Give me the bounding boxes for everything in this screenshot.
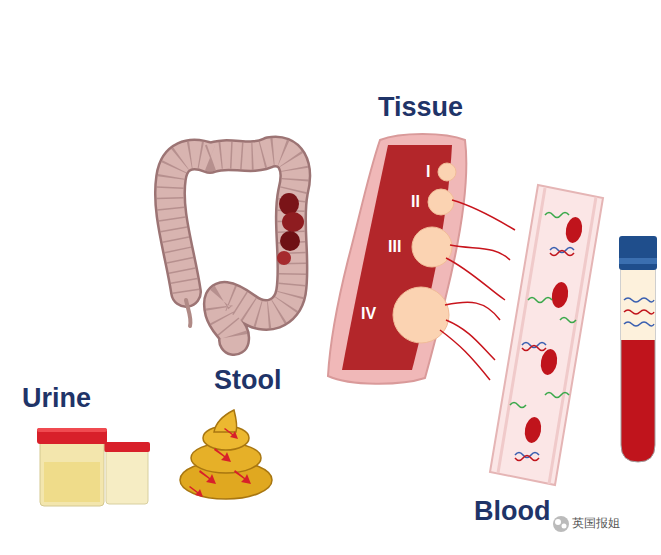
part-label: Urine — [22, 384, 91, 414]
tissue-illustration — [328, 134, 515, 384]
blood-vessel-illustration — [490, 185, 603, 485]
stage-number: II — [411, 193, 420, 211]
part-label: Stool — [214, 366, 282, 396]
watermark-icon — [553, 516, 569, 532]
stage-number: I — [426, 163, 430, 181]
colon-illustration — [170, 151, 304, 340]
part-label: Blood — [474, 497, 550, 527]
stool-illustration — [180, 410, 272, 499]
stage-number: III — [388, 238, 401, 256]
blood-tube-illustration — [619, 236, 657, 462]
watermark: 英国报姐 — [572, 517, 620, 530]
stage-number: IV — [361, 305, 376, 323]
part-label: Tissue — [378, 93, 463, 123]
urine-cup-illustration — [37, 428, 150, 506]
